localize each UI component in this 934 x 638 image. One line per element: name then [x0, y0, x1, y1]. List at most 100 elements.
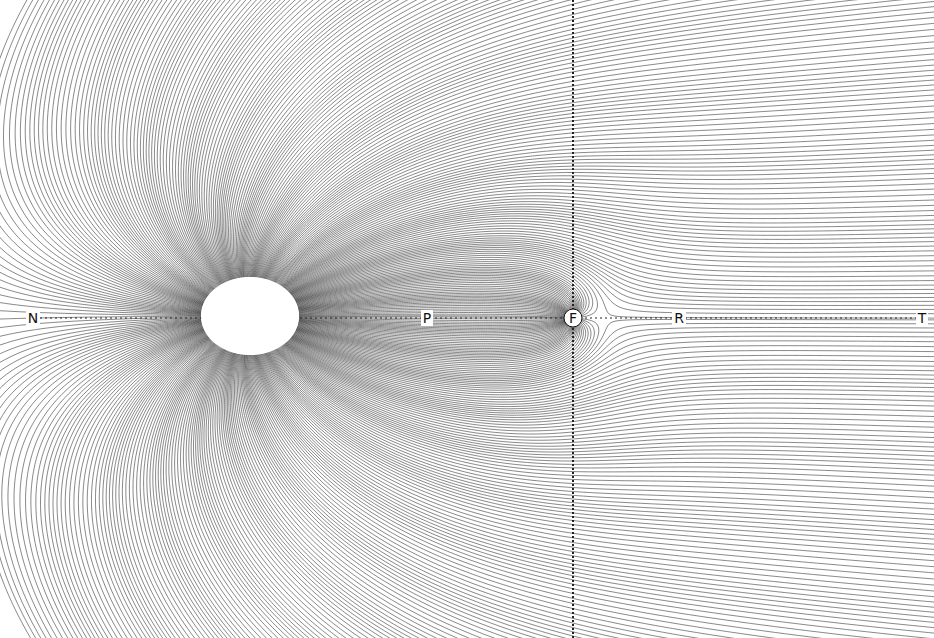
field-line [265, 84, 934, 279]
field-line [250, 355, 934, 638]
field-line [129, 340, 211, 638]
field-line [0, 322, 201, 434]
field-line [267, 353, 934, 531]
field-line [256, 355, 934, 615]
field-line [283, 345, 934, 422]
field-line [133, 341, 212, 638]
field-line [183, 347, 295, 638]
field-line [140, 341, 217, 638]
field-line [298, 292, 571, 314]
field-line [83, 334, 206, 638]
field-line [227, 353, 443, 638]
point-label: R [672, 310, 686, 326]
field-line [229, 353, 452, 638]
field-line [245, 355, 651, 638]
field-line [291, 247, 934, 305]
point-label: F [567, 310, 579, 326]
field-line [256, 355, 934, 619]
field-line [293, 321, 583, 371]
field-line [268, 352, 934, 521]
field-line [243, 355, 610, 638]
field-line [193, 349, 318, 638]
field-line [276, 349, 934, 457]
field-line [260, 354, 934, 587]
field-line [262, 354, 934, 569]
field-line [156, 344, 242, 638]
field-line [258, 354, 934, 598]
field-line [232, 0, 460, 278]
field-line [293, 320, 589, 375]
field-line [249, 355, 836, 638]
field-line [45, 329, 204, 638]
field-line [266, 94, 934, 279]
field-line [215, 352, 384, 638]
field-line [277, 348, 934, 449]
field-line [287, 342, 934, 404]
field-line [65, 331, 205, 638]
field-line [91, 335, 207, 638]
field-line [252, 0, 934, 277]
field-line [0, 323, 202, 638]
field-line [20, 0, 202, 306]
field-line [272, 351, 934, 493]
field-line [246, 355, 698, 638]
field-line [0, 321, 201, 416]
field-line [236, 354, 509, 638]
field-line [70, 332, 206, 638]
field-line [137, 0, 212, 291]
field-line [253, 355, 934, 638]
field-line [286, 342, 934, 406]
field-line [261, 52, 934, 278]
field-line [285, 221, 934, 289]
field-line [196, 349, 324, 638]
field-line [8, 325, 202, 638]
field-line [280, 347, 934, 437]
field-line [277, 349, 934, 453]
field-line [169, 345, 265, 638]
field-line [269, 116, 934, 280]
field-line [232, 353, 471, 638]
field-line [298, 299, 568, 313]
field-line [175, 346, 276, 638]
field-line [247, 355, 726, 638]
field-line [149, 0, 225, 289]
field-line [276, 349, 934, 461]
field-line [191, 348, 313, 638]
field-line [150, 343, 233, 638]
field-line [2, 324, 202, 638]
field-line [172, 346, 271, 638]
field-line [292, 253, 934, 318]
field-line [158, 344, 246, 638]
horizontal-axis [30, 317, 926, 318]
field-line [198, 349, 330, 638]
field-line [237, 354, 522, 638]
field-line [186, 348, 301, 638]
field-line [275, 350, 934, 467]
field-line [293, 262, 586, 316]
field-line [253, 0, 934, 277]
field-line [285, 343, 934, 411]
point-label: P [421, 310, 433, 326]
field-line [271, 351, 934, 499]
field-line [109, 337, 208, 638]
field-line [280, 347, 934, 434]
field-line [292, 255, 597, 317]
field-line [57, 330, 204, 638]
field-line [234, 354, 495, 638]
field-line [252, 355, 934, 638]
field-line [256, 16, 934, 278]
field-line [240, 354, 555, 638]
field-line [47, 0, 204, 303]
field-line [282, 207, 934, 287]
field-line [264, 353, 934, 551]
field-line [87, 334, 206, 638]
field-line [248, 355, 794, 638]
field-line [253, 0, 934, 277]
field-line [245, 355, 672, 638]
field-line [266, 353, 934, 536]
field-line [74, 333, 206, 638]
field-line [3, 0, 202, 308]
field-line [116, 338, 210, 638]
